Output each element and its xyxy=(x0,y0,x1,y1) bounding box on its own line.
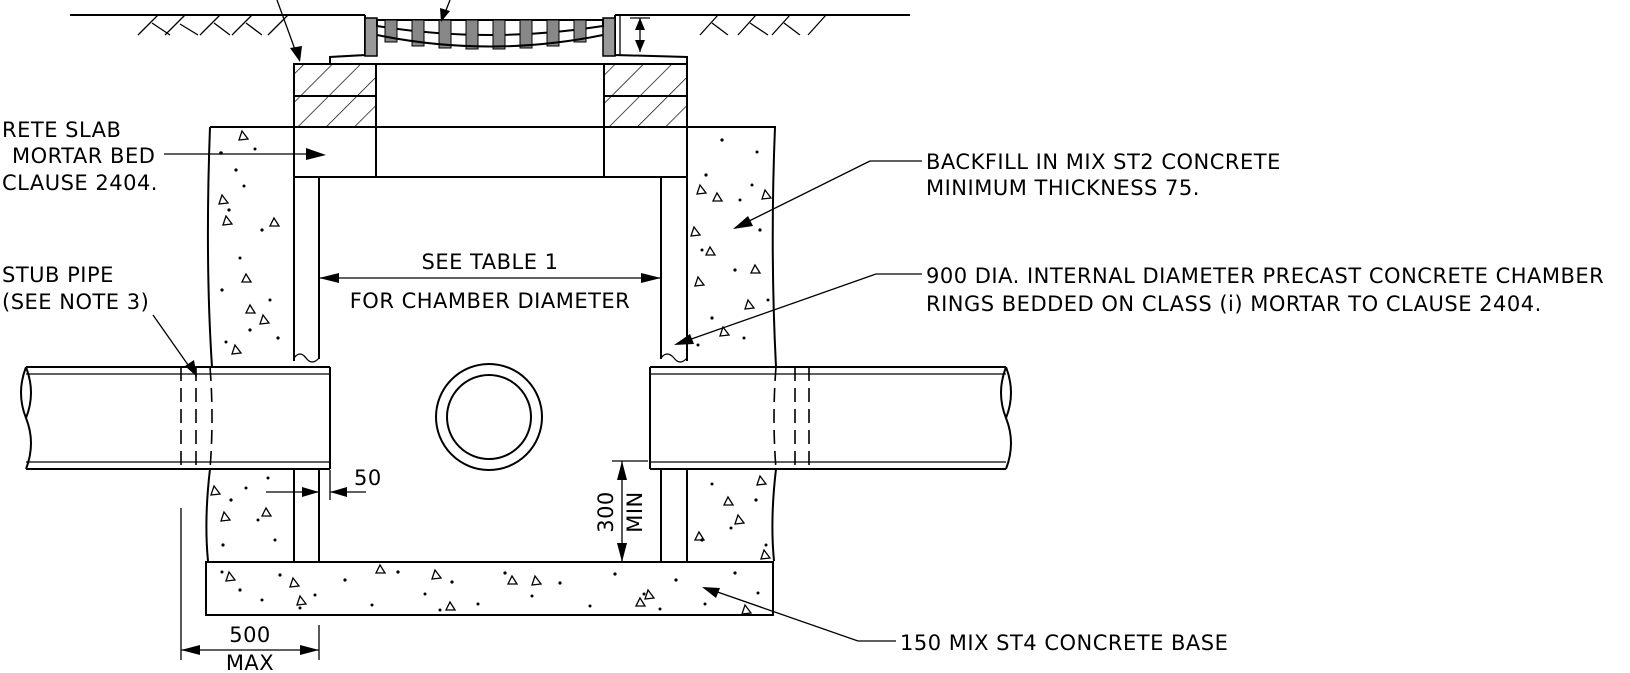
label-stub-1: STUB PIPE xyxy=(2,263,114,287)
outlet-pipe-right xyxy=(649,366,1012,470)
label-dim-50: 50 xyxy=(354,466,382,490)
backfill-right xyxy=(687,126,777,562)
label-slab-1: RETE SLAB xyxy=(2,118,121,142)
ground-surface xyxy=(70,14,910,36)
leader-rings xyxy=(674,273,922,345)
concrete-base xyxy=(205,561,774,616)
leader-slab xyxy=(164,148,326,160)
cover-grating xyxy=(384,19,587,50)
label-slab-2: MORTAR BED xyxy=(12,144,155,168)
dimension-chamber-diameter xyxy=(319,273,661,283)
label-rings-2: RINGS BEDDED ON CLASS (i) MORTAR TO CLAU… xyxy=(926,292,1542,316)
cover-slab xyxy=(293,63,688,178)
leader-backfill xyxy=(733,160,922,229)
label-stub-2: (SEE NOTE 3) xyxy=(2,290,149,314)
backfill-left xyxy=(205,126,294,562)
label-table-2: FOR CHAMBER DIAMETER xyxy=(350,289,631,313)
label-dim-300: 300 xyxy=(594,491,618,533)
leader-base xyxy=(702,587,896,642)
dimension-500 xyxy=(180,508,320,660)
label-slab-3: CLAUSE 2404. xyxy=(2,171,158,195)
leader-stub-pipe xyxy=(152,314,197,377)
label-backfill-1: BACKFILL IN MIX ST2 CONCRETE xyxy=(926,150,1281,174)
manhole-cover-frame xyxy=(276,0,688,65)
inlet-pipe-left xyxy=(20,366,331,470)
dimension-50 xyxy=(266,470,366,500)
label-dim-max: MAX xyxy=(226,651,274,673)
chamber-ring-left xyxy=(293,177,320,561)
label-base: 150 MIX ST4 CONCRETE BASE xyxy=(900,631,1228,655)
label-dim-min: MIN xyxy=(623,491,647,533)
dimension-300 xyxy=(612,460,648,562)
label-dim-500: 500 xyxy=(229,623,271,647)
label-rings-1: 900 DIA. INTERNAL DIAMETER PRECAST CONCR… xyxy=(926,264,1604,288)
chamber-ring-right xyxy=(660,177,688,561)
pipe-outlet-circle xyxy=(435,363,543,471)
label-table-1: SEE TABLE 1 xyxy=(421,250,558,274)
label-backfill-2: MINIMUM THICKNESS 75. xyxy=(926,176,1200,200)
